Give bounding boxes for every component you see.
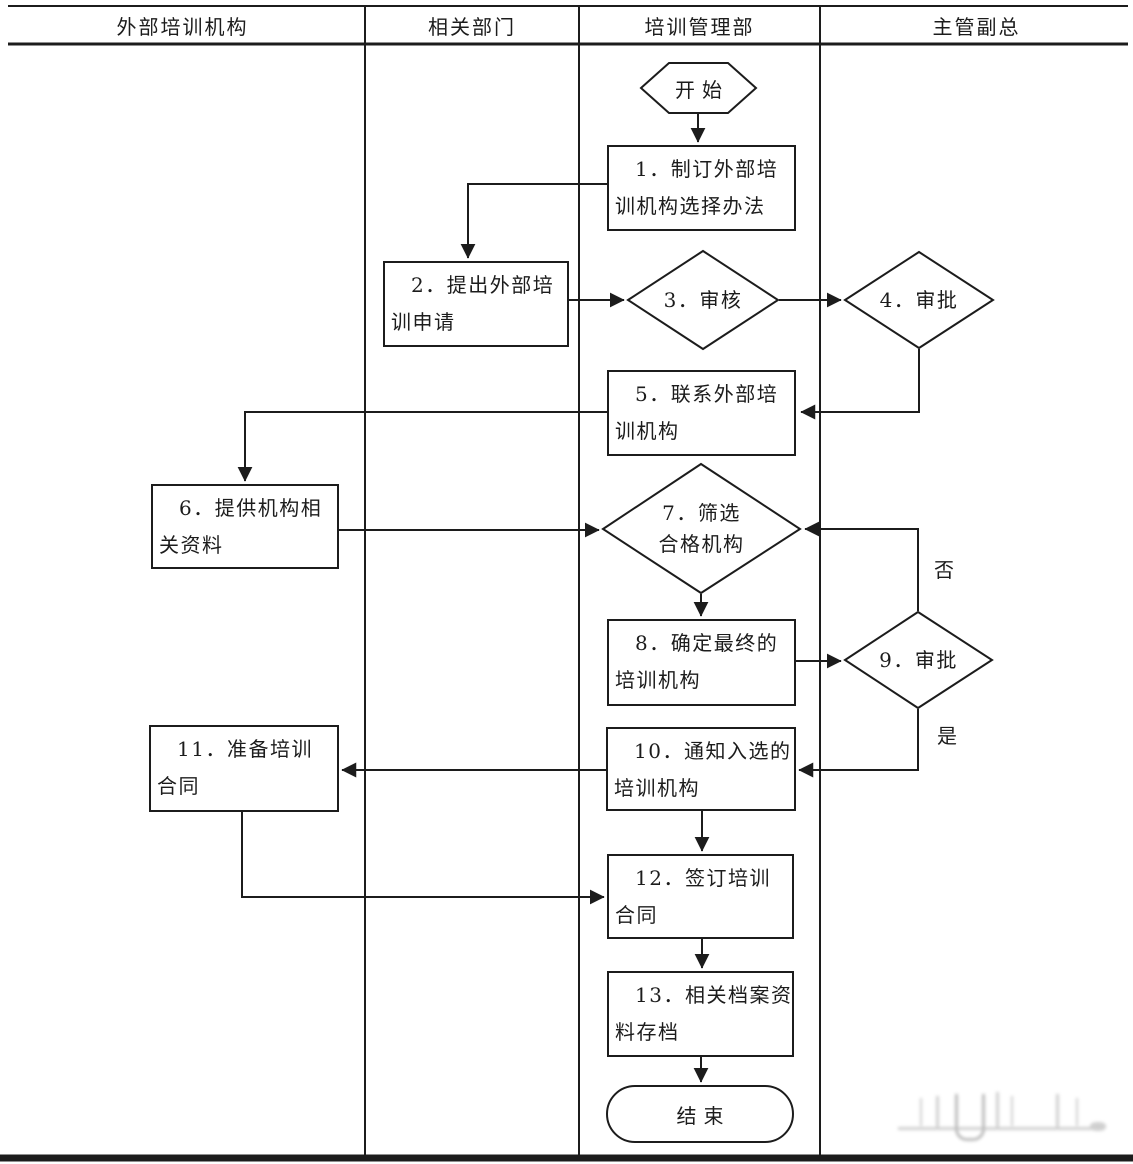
edge-1-to-2 bbox=[460, 183, 608, 259]
node-1-shape bbox=[607, 145, 796, 231]
node-1-line-1: 1．制订外部培 bbox=[635, 157, 779, 181]
node-5-line-1: 5．联系外部培 bbox=[635, 382, 779, 406]
node-end-label: 结束 bbox=[676, 1103, 731, 1128]
node-2-label: 2．提出外部培 训申请 bbox=[384, 262, 568, 346]
node-5-shape bbox=[607, 370, 796, 456]
node-11-shape bbox=[149, 725, 339, 812]
node-1-line-2: 训机构选择办法 bbox=[615, 194, 766, 218]
node-3-shape bbox=[626, 249, 780, 351]
node-start-label: 开始 bbox=[675, 77, 729, 102]
node-shapes bbox=[149, 62, 995, 1143]
node-start-shape bbox=[639, 62, 758, 114]
node-7-line-1: 7．筛选 bbox=[662, 500, 741, 525]
node-9-shape bbox=[843, 610, 994, 710]
edge-5-to-6 bbox=[237, 411, 608, 482]
edge-9-no-to-7 bbox=[804, 521, 919, 611]
node-10-line-1: 10．通知入选的 bbox=[634, 739, 792, 763]
lane-header-training-management: 培训管理部 bbox=[644, 14, 755, 39]
node-6-line-1: 6．提供机构相 bbox=[179, 496, 323, 520]
edge-11-to-12 bbox=[241, 811, 605, 905]
node-2-shape bbox=[383, 261, 569, 347]
node-8-line-1: 8．确定最终的 bbox=[635, 631, 779, 655]
node-8-shape bbox=[607, 619, 796, 706]
node-5-line-2: 训机构 bbox=[615, 419, 680, 443]
node-11-line-2: 合同 bbox=[157, 774, 200, 798]
edge-label-no: 否 bbox=[934, 557, 954, 582]
swimlane-grid bbox=[0, 5, 1133, 1162]
lane-header-vp-in-charge: 主管副总 bbox=[932, 14, 1021, 39]
node-11-label: 11．准备培训 合同 bbox=[150, 726, 338, 811]
node-3-label: 3．审核 bbox=[663, 287, 743, 312]
node-7-label: 7．筛选 合格机构 bbox=[603, 464, 800, 593]
node-12-shape bbox=[607, 854, 794, 939]
node-13-line-1: 13．相关档案资 bbox=[635, 983, 793, 1007]
node-12-label: 12．签订培训 合同 bbox=[608, 855, 793, 938]
node-13-label: 13．相关档案资 料存档 bbox=[608, 972, 793, 1056]
node-9-label: 9．审批 bbox=[879, 647, 958, 672]
connectors bbox=[237, 113, 920, 1083]
edge-4-to-5 bbox=[800, 349, 920, 420]
node-12-line-1: 12．签订培训 bbox=[635, 866, 771, 890]
node-5-label: 5．联系外部培 训机构 bbox=[608, 371, 795, 455]
node-4-shape bbox=[843, 250, 995, 350]
node-4-label: 4．审批 bbox=[879, 287, 959, 312]
node-7-shape bbox=[601, 462, 802, 595]
node-12-line-2: 合同 bbox=[615, 903, 658, 927]
node-13-shape bbox=[607, 971, 794, 1057]
edge-9-yes-to-10 bbox=[798, 709, 919, 778]
node-10-shape bbox=[606, 727, 796, 811]
node-2-line-1: 2．提出外部培 bbox=[411, 273, 555, 297]
node-2-line-2: 训申请 bbox=[391, 310, 456, 334]
node-10-label: 10．通知入选的 培训机构 bbox=[607, 728, 795, 810]
lane-header-related-departments: 相关部门 bbox=[428, 14, 516, 39]
node-6-line-2: 关资料 bbox=[159, 533, 224, 557]
edge-label-yes: 是 bbox=[937, 723, 957, 748]
node-1-label: 1．制订外部培 训机构选择办法 bbox=[608, 146, 795, 230]
node-6-shape bbox=[151, 484, 339, 569]
node-7-line-2: 合格机构 bbox=[658, 531, 745, 556]
lane-header-external-training-org: 外部培训机构 bbox=[116, 14, 249, 39]
node-8-label: 8．确定最终的 培训机构 bbox=[608, 620, 795, 705]
node-6-label: 6．提供机构相 关资料 bbox=[152, 485, 338, 568]
node-end-shape bbox=[606, 1085, 794, 1143]
node-11-line-1: 11．准备培训 bbox=[177, 737, 313, 761]
node-13-line-2: 料存档 bbox=[615, 1020, 680, 1044]
node-10-line-2: 培训机构 bbox=[614, 776, 700, 800]
node-8-line-2: 培训机构 bbox=[615, 668, 701, 692]
